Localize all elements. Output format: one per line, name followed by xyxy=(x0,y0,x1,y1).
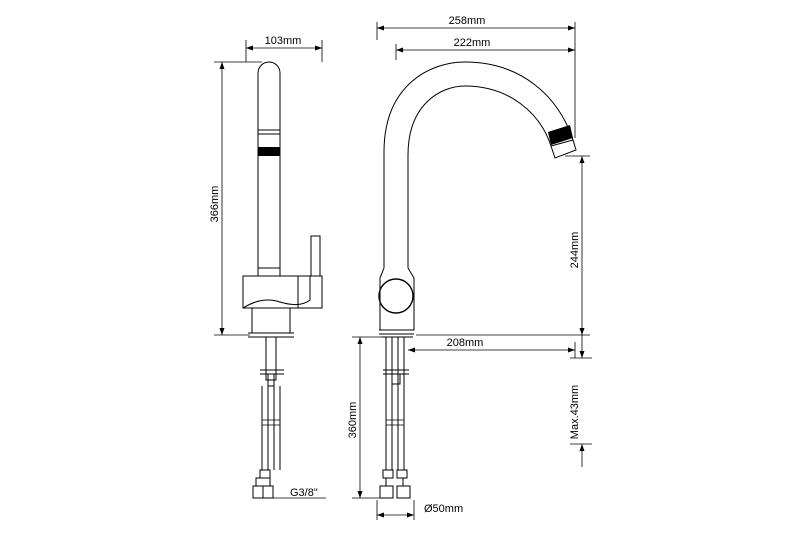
side-body xyxy=(242,275,323,309)
side-shank xyxy=(265,336,277,381)
dim-label-d50: Ø50mm xyxy=(424,503,463,515)
thread-label: G3/8" xyxy=(290,487,318,499)
front-lever-knob xyxy=(378,278,414,314)
side-lever-handle xyxy=(310,235,321,277)
front-hose-nut-right xyxy=(396,485,411,499)
dim-label-max43: Max.43mm xyxy=(569,385,581,439)
dim-label-244: 244mm xyxy=(569,232,581,269)
dim-label-208: 208mm xyxy=(447,337,484,349)
side-view: 103mm 366mm G3/8" xyxy=(209,35,326,499)
dim-label-103: 103mm xyxy=(265,35,302,47)
front-aerator xyxy=(550,139,577,159)
front-view: 258mm 222mm 244mm 208mm Max.43mm 360mm Ø… xyxy=(347,15,592,520)
front-spout-inner xyxy=(407,85,552,268)
dim-label-222: 222mm xyxy=(454,37,491,49)
dim-label-360: 360mm xyxy=(347,402,359,439)
front-hose-nut-left xyxy=(379,485,394,499)
side-spout-tube xyxy=(257,61,281,270)
side-hoses xyxy=(261,386,281,470)
front-spout-outer xyxy=(383,61,574,268)
side-aerator-band xyxy=(258,147,280,156)
dim-label-366: 366mm xyxy=(209,186,221,223)
front-body xyxy=(379,267,415,331)
dim-label-258: 258mm xyxy=(449,15,486,27)
side-lower-body xyxy=(251,308,291,334)
front-hoses xyxy=(385,337,405,470)
